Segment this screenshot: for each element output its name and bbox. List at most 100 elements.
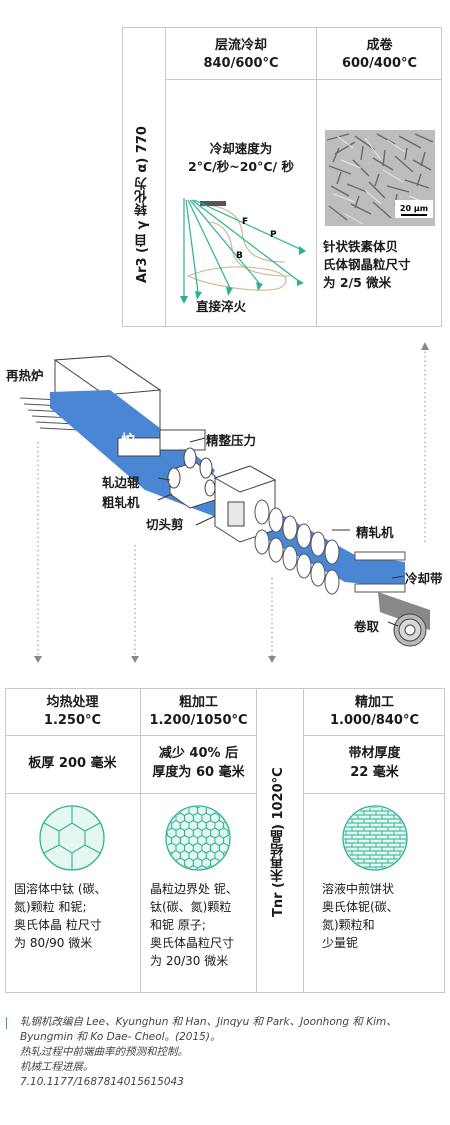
- soaking-title: 均热处理: [46, 695, 99, 710]
- hex-grain: [179, 864, 190, 869]
- bainite-desc-2: 氏体钢晶粒尺寸: [323, 257, 411, 272]
- cooling-start-bar: [200, 201, 226, 206]
- hex-grain: [218, 807, 229, 809]
- hex-grain: [232, 836, 233, 846]
- soaking-grain-icon: [39, 805, 105, 871]
- bainite-desc-3: 为 2/5 微米: [323, 275, 392, 290]
- laminar-cooling-temp: 840/600°C: [203, 56, 279, 71]
- hex-grain: [210, 807, 220, 809]
- soaking-desc-2: 氮)颗粒 和铌;: [14, 900, 87, 914]
- footer-line-4: 机械工程进展。: [20, 1061, 94, 1073]
- top-divider-h: [165, 79, 442, 80]
- rough-desc-5: 为 20/30 微米: [150, 954, 229, 968]
- bainite-desc-1: 针状铁素体贝: [323, 239, 399, 254]
- bottom-divider-v2: [256, 688, 257, 993]
- hex-grain: [167, 807, 173, 817]
- hex-grain: [232, 821, 233, 831]
- finish-thickness-1: 带材厚度: [348, 746, 401, 761]
- hex-grain: [188, 864, 199, 869]
- rough-title: 粗加工: [178, 695, 218, 710]
- bottom-divider-h2b: [303, 793, 445, 794]
- label-coiler: 卷取: [354, 619, 380, 634]
- bottom-divider-v3: [303, 688, 304, 993]
- rough-desc-4: 奥氏体晶粒尺寸: [150, 936, 235, 950]
- bottom-divider-h1a: [5, 735, 256, 736]
- rolling-mill-illustration: [19, 342, 430, 663]
- rough-grain-icon: [165, 805, 233, 874]
- bainite-micrograph: 20 µm: [325, 130, 435, 226]
- label-crop-shear: 切头剪: [146, 517, 184, 532]
- finish-temp: 1.000/840°C: [329, 713, 420, 728]
- footer-line-5: 7.10.1177/1687814015615043: [20, 1076, 184, 1088]
- cct-diagram: F P B: [180, 198, 306, 304]
- rough-desc-1: 晶粒边界处 铌、: [150, 882, 238, 896]
- tnr-label: Tnr (未再结晶) 1020°C: [271, 767, 286, 918]
- bottom-divider-h2a: [5, 793, 256, 794]
- curve-b-label: B: [236, 251, 243, 261]
- footer-line-3: 热轧过程中前端曲率的预测和控制。: [20, 1046, 188, 1058]
- hex-grain: [167, 807, 168, 809]
- cooling-speed-line1: 冷却速度为: [209, 141, 273, 156]
- finish-title: 精加工: [354, 695, 394, 710]
- up-arrow: [421, 342, 429, 350]
- rough-desc-2: 钛(碳、氮)颗粒: [150, 900, 232, 914]
- finish-thickness-2: 22 毫米: [350, 765, 399, 780]
- hex-grain: [167, 807, 177, 809]
- label-furnace-mark: 炉: [121, 433, 135, 449]
- curve-p-label: P: [270, 230, 277, 240]
- rough-thickness-2: 厚度为 60 毫米: [152, 765, 245, 780]
- rough-desc-3: 和铌 原子;: [150, 918, 206, 932]
- label-cooling-strip: 冷却带: [405, 571, 443, 586]
- top-divider-v: [165, 27, 166, 327]
- top-divider-v2: [316, 27, 317, 327]
- cooling-speed-line2: 2°C/秒~20°C/ 秒: [188, 159, 294, 174]
- hex-grain: [167, 864, 173, 869]
- hex-grain: [167, 857, 168, 869]
- hex-grain: [167, 849, 173, 862]
- rough-temp: 1.200/1050°C: [149, 713, 248, 728]
- hex-grain: [227, 812, 229, 824]
- coiling-title: 成卷: [366, 38, 393, 53]
- soaking-desc-1: 固溶体中钛 (碳、: [14, 882, 107, 896]
- footer-line-1: 轧钢机改编自 Lee、Kyunghun 和 Han、Jinqyu 和 Park、…: [20, 1016, 397, 1028]
- soaking-temp: 1.250°C: [43, 713, 102, 728]
- bottom-table: [5, 688, 445, 993]
- hex-grain: [197, 864, 207, 869]
- hex-grain: [223, 807, 229, 817]
- finish-desc-4: 少量铌: [322, 936, 359, 950]
- hex-grain: [227, 807, 229, 809]
- hex-grain: [171, 864, 181, 869]
- footer-line-2: Byungmin 和 Ko Dae- Cheol。(2015)。: [20, 1031, 221, 1043]
- hex-grain: [205, 864, 216, 869]
- finish-desc-3: 氮)颗粒和: [322, 918, 375, 932]
- curve-f-label: F: [242, 217, 248, 227]
- ar3-label: Ar3 (自 γ 转化为 α) 770: [135, 126, 150, 284]
- label-reheating-furnace: 再热炉: [6, 368, 44, 383]
- footer-accent-bar: [6, 1017, 7, 1029]
- label-edge-roll: 轧边辊: [102, 475, 140, 490]
- hex-grain: [223, 864, 229, 869]
- label-roughing-mill: 粗轧机: [102, 495, 140, 510]
- hex-grain: [232, 806, 233, 816]
- direct-quench-label: 直接淬火: [196, 299, 247, 314]
- scale-bar-label: 20 µm: [400, 204, 428, 213]
- bottom-divider-h1b: [303, 735, 445, 736]
- hex-grain: [167, 812, 168, 824]
- finish-grain-icon: [342, 805, 408, 871]
- label-finishing-press: 精整压力: [206, 433, 257, 448]
- rough-thickness-1: 减少 40% 后: [158, 746, 239, 761]
- finish-desc-2: 奥氏体铌(碳、: [322, 900, 399, 914]
- soaking-desc-4: 为 80/90 微米: [14, 936, 93, 950]
- laminar-cooling-title: 层流冷却: [214, 38, 267, 53]
- soaking-thickness: 板厚 200 毫米: [28, 756, 117, 771]
- coiling-temp: 600/400°C: [341, 56, 418, 71]
- bottom-divider-v1: [140, 688, 141, 993]
- hex-grain: [232, 866, 233, 874]
- finish-desc-1: 溶液中煎饼状: [322, 882, 395, 896]
- hex-grain: [214, 864, 225, 869]
- hex-grain: [232, 851, 233, 861]
- top-table: [122, 27, 442, 327]
- soaking-desc-3: 奥氏体晶 粒尺寸: [14, 918, 102, 932]
- hex-grain: [227, 857, 229, 869]
- label-finishing-mill: 精轧机: [356, 525, 394, 540]
